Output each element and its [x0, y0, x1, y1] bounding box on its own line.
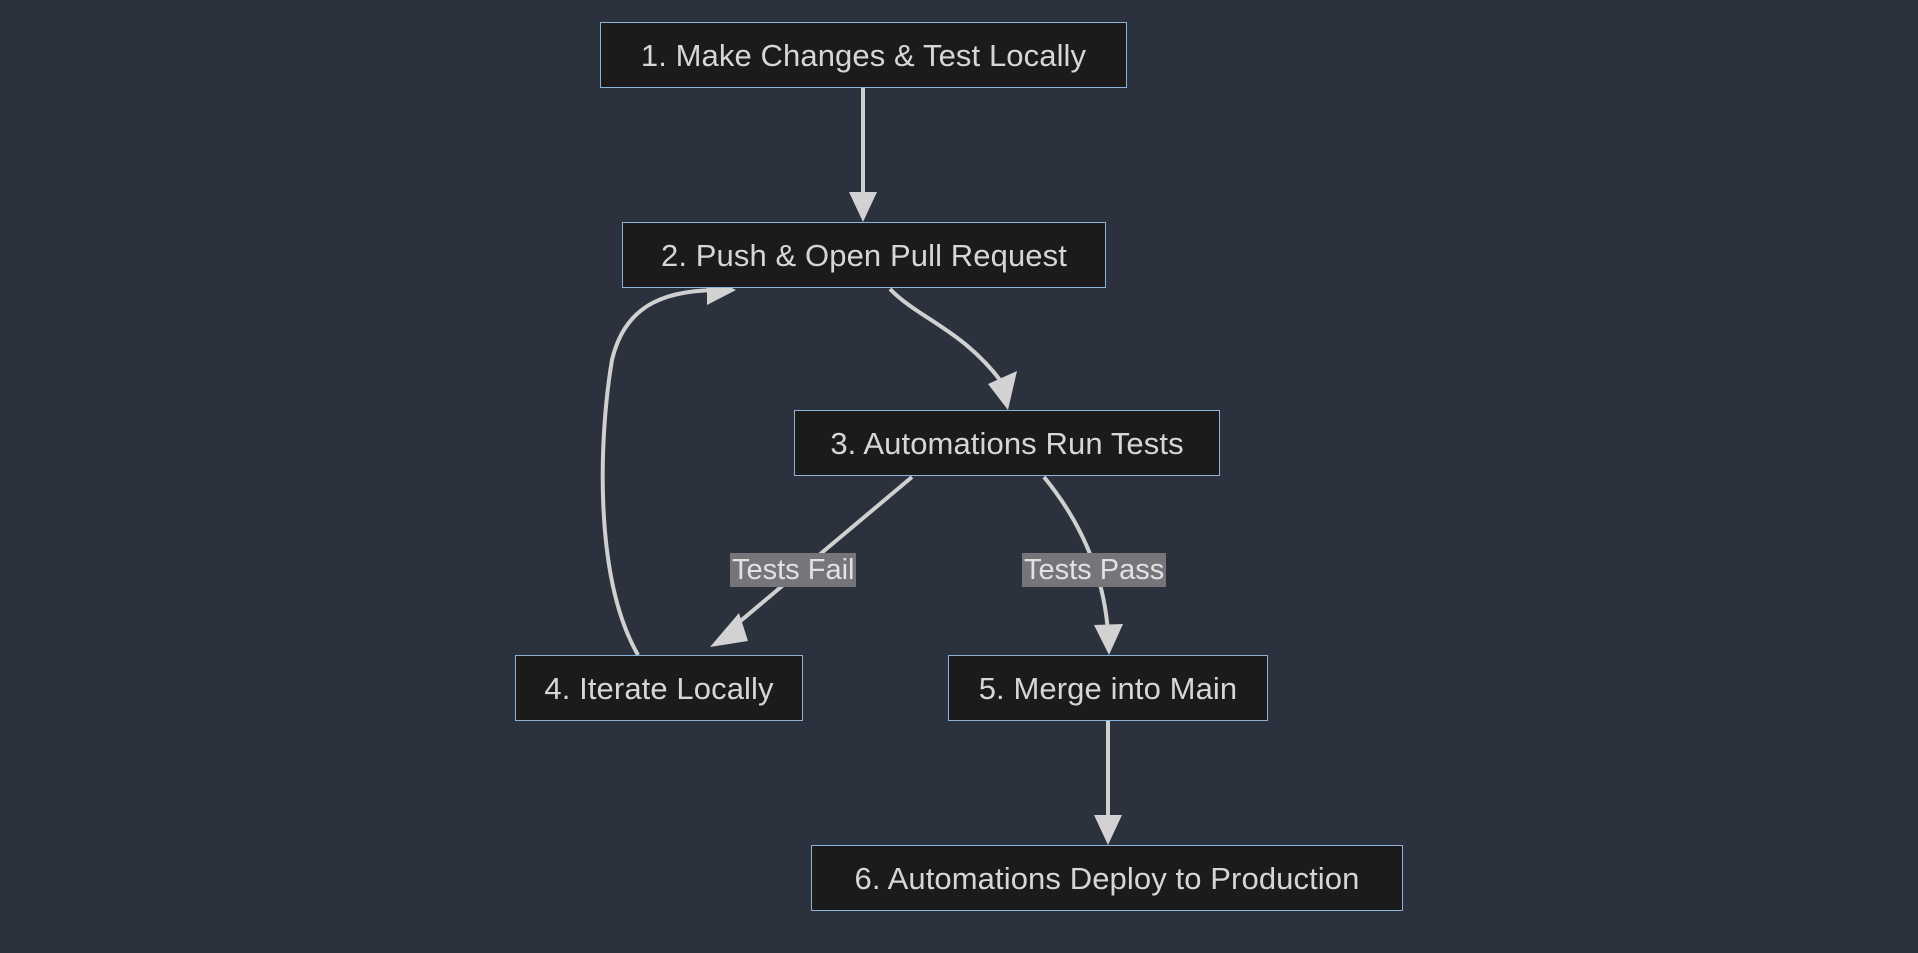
- arrowhead-n2-to-n3: [988, 371, 1017, 410]
- arrowhead-n5-to-n6: [1094, 815, 1122, 845]
- node-4-iterate-locally[interactable]: 4. Iterate Locally: [515, 655, 803, 721]
- node-3-label: 3. Automations Run Tests: [830, 425, 1184, 461]
- node-2-label: 2. Push & Open Pull Request: [661, 237, 1067, 273]
- edge-n4-to-n2: [600, 288, 723, 656]
- node-6-automations-deploy-to-production[interactable]: 6. Automations Deploy to Production: [811, 845, 1403, 911]
- node-6-label: 6. Automations Deploy to Production: [854, 860, 1360, 896]
- edge-label-tests-fail: Tests Fail: [730, 553, 857, 588]
- edge-label-tests-pass: Tests Pass: [1022, 553, 1167, 588]
- node-5-merge-into-main[interactable]: 5. Merge into Main: [948, 655, 1268, 721]
- node-4-label: 4. Iterate Locally: [544, 670, 774, 706]
- node-3-automations-run-tests[interactable]: 3. Automations Run Tests: [794, 410, 1220, 476]
- arrowhead-n3-to-n5: [1094, 624, 1123, 655]
- node-2-push-open-pull-request[interactable]: 2. Push & Open Pull Request: [622, 222, 1106, 288]
- node-1-make-changes-test-locally[interactable]: 1. Make Changes & Test Locally: [600, 22, 1127, 88]
- node-5-label: 5. Merge into Main: [978, 670, 1238, 706]
- edge-n2-to-n3: [888, 287, 1008, 390]
- node-1-label: 1. Make Changes & Test Locally: [640, 37, 1087, 73]
- arrowhead-n1-to-n2: [849, 192, 877, 222]
- arrowhead-n3-to-n4: [710, 613, 748, 647]
